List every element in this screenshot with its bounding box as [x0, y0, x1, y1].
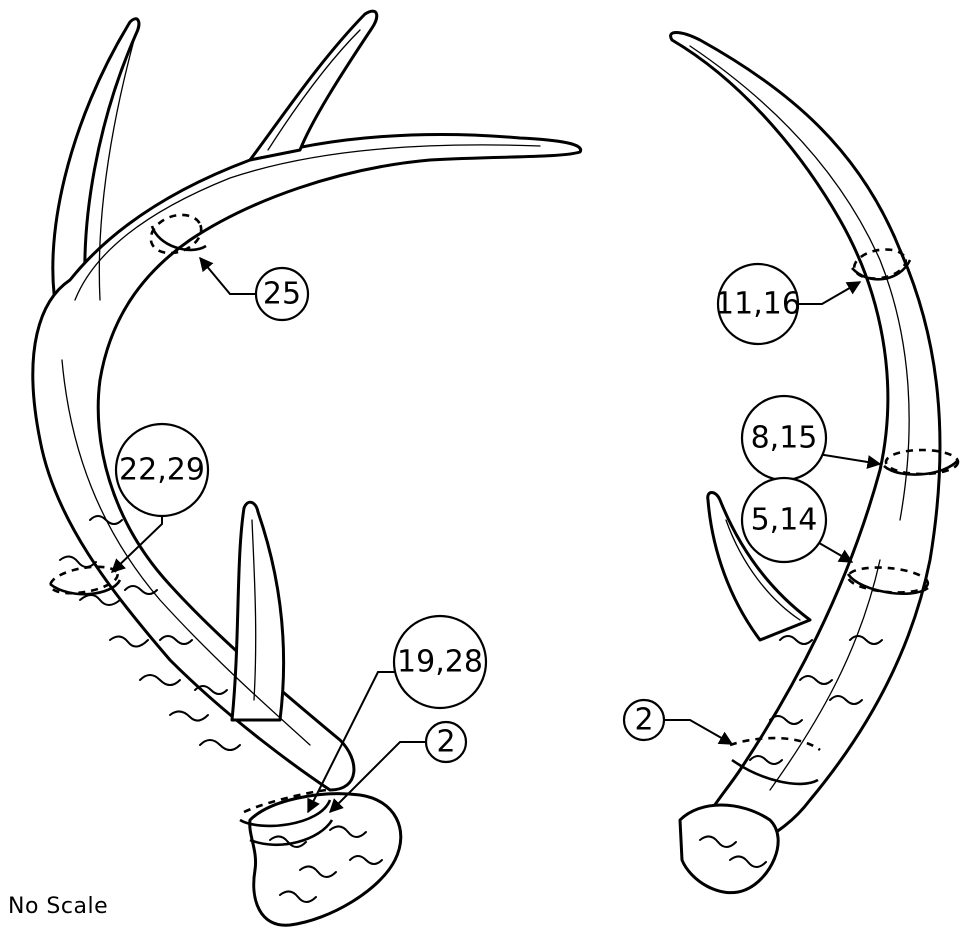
callout-label: 5,14 [751, 503, 818, 538]
left-antler-brow-tine [232, 502, 284, 720]
callout-label: 2 [436, 725, 455, 760]
callout-right-base: 2 [624, 700, 732, 744]
left-antler-burr [250, 794, 401, 925]
callout-label: 8,15 [751, 421, 818, 456]
callout-label: 2 [634, 703, 653, 738]
callout-right-beam-upper: 11,16 [715, 264, 860, 344]
callout-label: 22,29 [119, 453, 205, 488]
callout-label: 25 [263, 277, 301, 312]
callout-right-beam-mid: 8,15 [742, 396, 880, 480]
callout-label: 11,16 [715, 287, 801, 322]
scale-note: No Scale [8, 894, 108, 919]
right-antler-burr [680, 805, 778, 893]
callout-label: 19,28 [397, 645, 483, 680]
left-antler-main-beam [33, 134, 581, 790]
callout-right-beam-lower: 5,14 [742, 478, 852, 562]
callout-left-beam-upper: 25 [200, 258, 308, 320]
